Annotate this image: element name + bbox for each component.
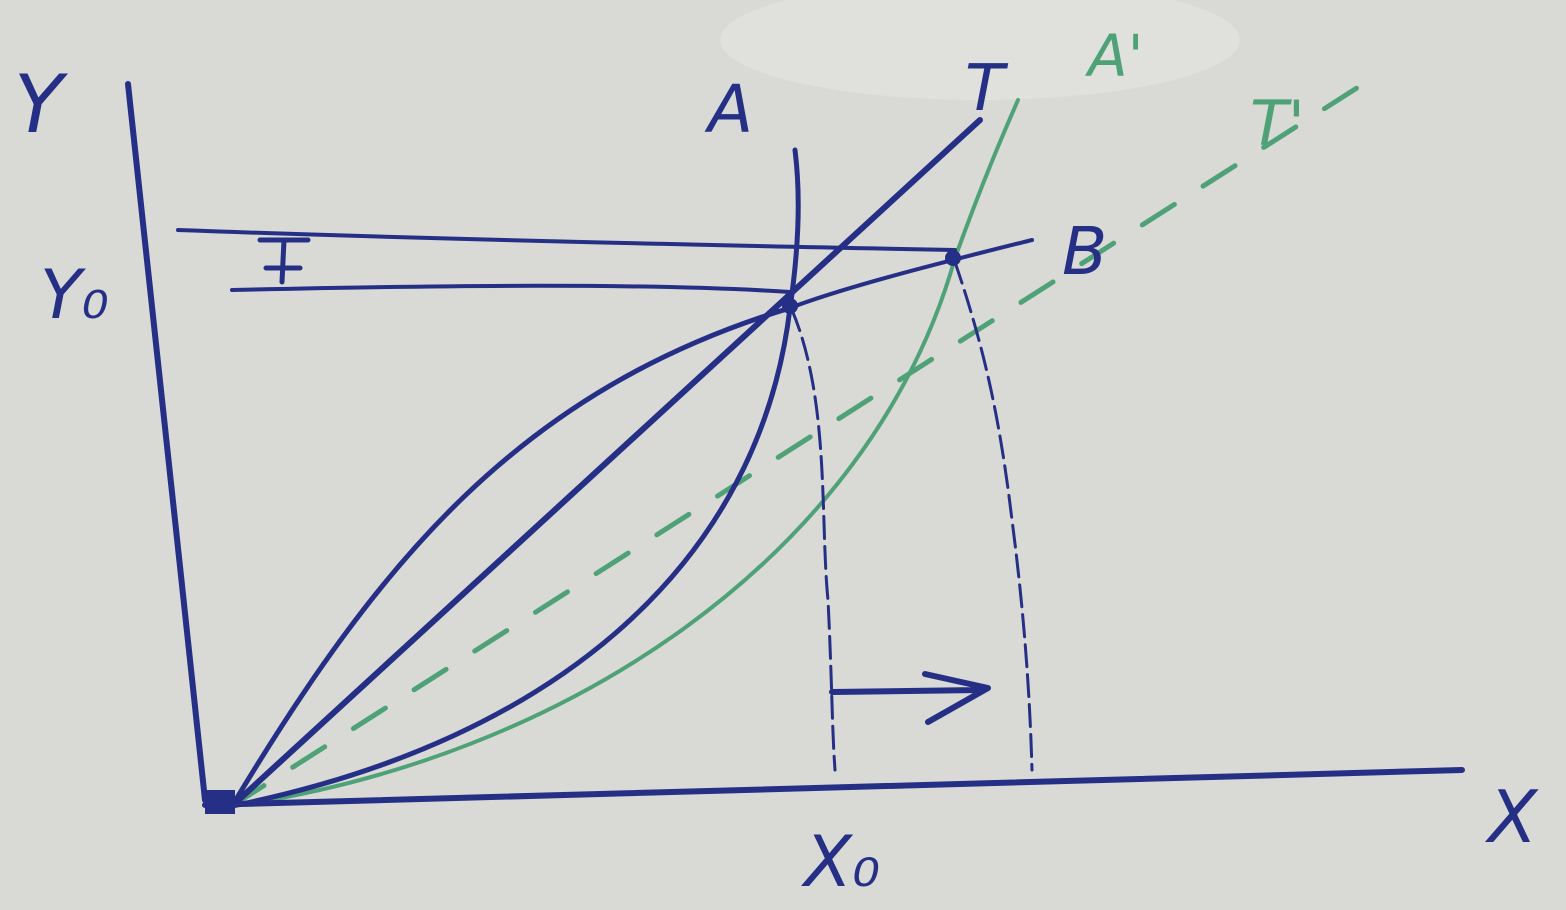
y-axis-line <box>125 81 208 803</box>
point-t-label: T <box>965 52 1009 126</box>
b-drop-line <box>953 260 1034 772</box>
x0-drop-line <box>790 308 837 772</box>
green-curves <box>229 67 1388 809</box>
y-axis-label: Y <box>14 58 69 151</box>
point-a-marker <box>782 298 798 314</box>
x-axis-line <box>202 767 1465 808</box>
blue-curves <box>176 117 1034 809</box>
blue-curve-upper <box>229 305 793 809</box>
y0-line-upper <box>176 228 957 252</box>
blue-diagonal-t <box>229 117 983 809</box>
green-dashed-diagonal-t-prime <box>229 67 1388 809</box>
axes <box>125 81 1465 814</box>
shift-arrow-icon <box>829 671 991 725</box>
point-t-prime-label: T' <box>1250 87 1305 160</box>
point-a-prime-label: A' <box>1084 22 1144 90</box>
y0-line-lower <box>230 283 792 294</box>
point-b-label: B <box>1062 213 1107 290</box>
x-zero-label: X₀ <box>800 821 880 903</box>
blue-curve-a <box>229 147 801 809</box>
blue-line-a-to-b <box>788 238 1034 310</box>
offset-tick-mark <box>257 237 311 285</box>
point-a-label: A <box>704 71 753 148</box>
board-glare <box>720 0 1240 100</box>
y-zero-label: Y₀ <box>40 256 109 335</box>
point-b-marker <box>945 250 961 266</box>
origin-mark <box>205 790 235 814</box>
x-axis-label: X <box>1484 775 1539 859</box>
green-curve-a-prime <box>230 98 1020 808</box>
